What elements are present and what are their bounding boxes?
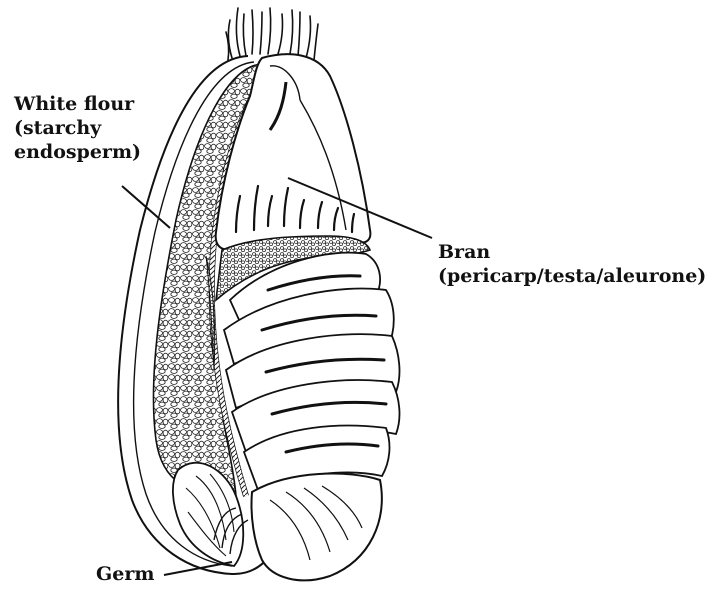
lower-bran — [251, 474, 381, 581]
label-bran: Bran (pericarp/testa/aleurone) — [438, 240, 706, 288]
leader-white-flour — [122, 186, 170, 228]
brush-hairs — [226, 8, 318, 60]
label-white-flour-line: (starchy — [14, 116, 141, 140]
bran-folds — [224, 253, 399, 490]
label-white-flour-line: endosperm) — [14, 140, 141, 164]
label-white-flour-line: White flour — [14, 92, 141, 116]
label-white-flour: White flour (starchy endosperm) — [14, 92, 141, 164]
label-germ: Germ — [96, 562, 154, 586]
label-bran-line: Bran — [438, 240, 706, 264]
label-bran-line: (pericarp/testa/aleurone) — [438, 264, 706, 288]
